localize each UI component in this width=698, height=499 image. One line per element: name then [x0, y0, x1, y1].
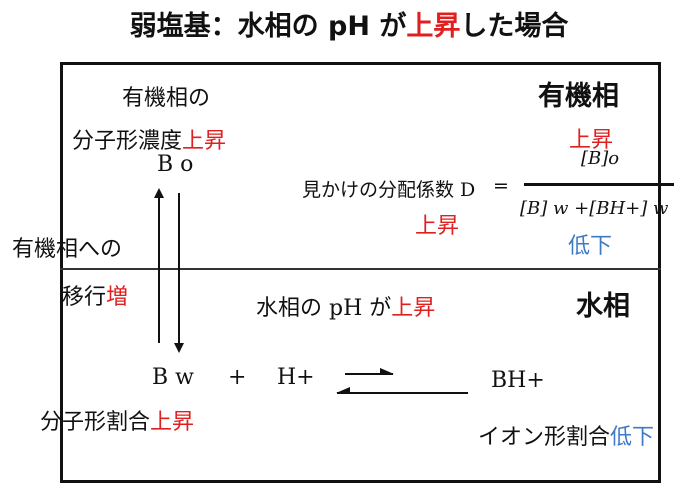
page-title: 弱塩基：水相の pH が上昇した場合: [129, 11, 569, 42]
fraction-bar: [524, 183, 674, 186]
plus-sign: +: [228, 365, 247, 390]
numerator: [B]o: [581, 148, 620, 169]
aqueous-ph-label: 水相の pH が上昇: [256, 296, 436, 321]
distribution-equals: =: [493, 175, 509, 197]
distribution-effect: 上昇: [415, 214, 460, 239]
organic-label-line2: 分子形濃度上昇: [72, 129, 227, 154]
species-bw: B w: [152, 365, 194, 390]
organic-phase-heading: 有機相: [538, 81, 619, 112]
species-bo: B o: [157, 152, 194, 177]
transfer-line2: 移行増: [62, 285, 129, 310]
diagram-frame: [60, 62, 661, 483]
species-bh: BH+: [491, 368, 545, 393]
ionic-fraction-label: イオン形割合低下: [478, 425, 655, 450]
denominator: [B] w +[BH+] w: [520, 198, 669, 219]
distribution-label: 見かけの分配係数 D: [302, 179, 476, 201]
aqueous-phase-heading: 水相: [576, 291, 630, 322]
denominator-effect: 低下: [568, 234, 613, 259]
phase-boundary: [60, 268, 661, 270]
transfer-line1: 有機相への: [12, 237, 123, 262]
title-highlight: 上昇: [406, 11, 461, 42]
numerator-effect: 上昇: [569, 128, 614, 153]
organic-label-line1: 有機相の: [122, 86, 211, 111]
molecular-fraction-label: 分子形割合上昇: [40, 410, 195, 435]
species-h: H+: [277, 365, 315, 390]
